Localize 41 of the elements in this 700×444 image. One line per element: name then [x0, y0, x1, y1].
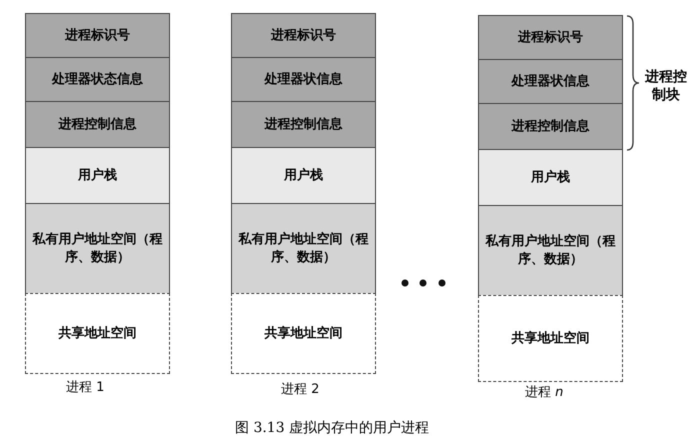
process-label: 进程 2 — [281, 381, 320, 398]
segment-label: 进程控制信息 — [510, 118, 590, 136]
segment-label: 私有用户地址空间（程序、数据） — [237, 230, 370, 266]
segment-label: 进程标识号 — [270, 26, 337, 44]
segment-label: 共享地址空间 — [264, 324, 344, 342]
pcb-segment — [231, 13, 376, 58]
pcb-segment — [25, 101, 170, 148]
segment-label: 进程标识号 — [516, 28, 584, 46]
shared-segment — [231, 293, 376, 374]
figure-caption: 图 3.13 虚拟内存中的用户进程 — [235, 419, 430, 437]
pcb-segment — [231, 57, 376, 102]
process-label: 进程 1 — [66, 379, 104, 396]
segment-label: 用户栈 — [76, 166, 118, 184]
memory-segment — [478, 205, 623, 296]
stack-segment — [231, 147, 376, 204]
pcb-segment — [478, 59, 623, 104]
segment-label: 共享地址空间 — [510, 330, 590, 348]
segment-label: 用户栈 — [530, 168, 571, 186]
segment-label: 私有用户地址空间（程序、数据） — [31, 230, 164, 266]
pcb-segment — [231, 101, 376, 148]
segment-label: 处理器状态信息 — [50, 70, 144, 88]
pcb-segment — [478, 103, 623, 150]
memory-segment — [25, 203, 170, 294]
segment-label: 进程标识号 — [64, 26, 131, 44]
segment-label: 用户栈 — [282, 166, 324, 184]
brace-label: 进程控制块 — [644, 68, 688, 104]
memory-segment — [231, 203, 376, 294]
stack-segment — [478, 149, 623, 206]
shared-segment — [478, 295, 623, 382]
segment-label: 进程控制信息 — [263, 116, 344, 134]
pcb-segment — [478, 15, 623, 60]
pcb-segment — [25, 57, 170, 102]
process-label: 进程 n — [525, 384, 564, 401]
pcb-segment — [25, 13, 170, 58]
segment-label: 处理器状信息 — [263, 70, 344, 88]
segment-label: 共享地址空间 — [58, 324, 138, 342]
segment-label: 私有用户地址空间（程序、数据） — [484, 232, 616, 268]
shared-segment — [25, 293, 170, 374]
stack-segment — [25, 147, 170, 204]
segment-label: 处理器状信息 — [510, 72, 590, 90]
segment-label: 进程控制信息 — [57, 116, 138, 134]
